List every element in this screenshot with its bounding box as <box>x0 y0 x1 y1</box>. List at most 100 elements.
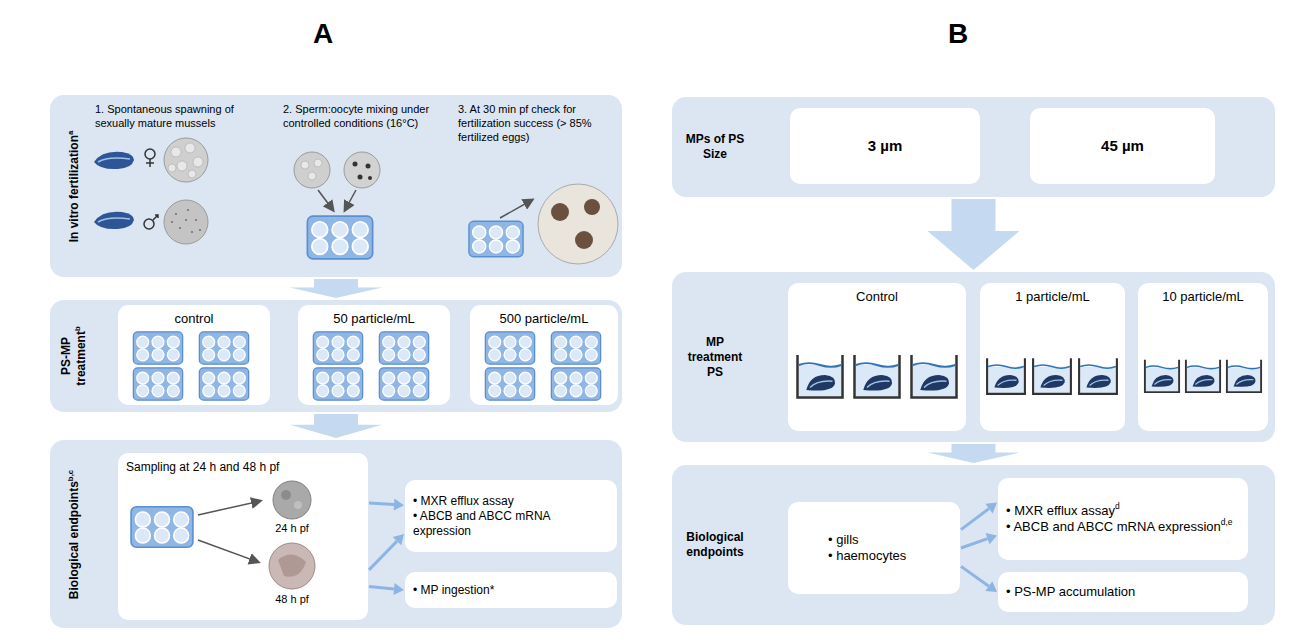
label-text: • MXR efflux assay <box>413 494 514 508</box>
label-text: • gills <box>828 532 859 547</box>
text-line: control <box>126 311 262 327</box>
text-group: 10 particle/mL <box>1146 289 1260 305</box>
block-arrow-shape <box>928 199 1020 270</box>
arrowhead <box>394 499 404 511</box>
label-text: • haemocytes <box>828 548 906 563</box>
text-line: In vitro fertilizationa <box>67 101 82 271</box>
panel-letter: B <box>948 18 968 50</box>
arrow-line <box>961 539 988 548</box>
text-group: Biological endpoints <box>680 530 750 560</box>
section-band: MP treatment PS Control 1 particle/mL 10 pa… <box>672 272 1275 442</box>
text-group: Control <box>796 289 958 305</box>
label-text: 3 µm <box>868 137 903 154</box>
text-line: 500 particle/mL <box>478 311 610 327</box>
content-box: 1 particle/mL <box>980 283 1125 431</box>
text-line: • PS-MP accumulation <box>1006 584 1240 600</box>
label-text: • ABCB and ABCC mRNA expression <box>413 509 550 538</box>
superscript: a <box>66 130 75 134</box>
label-text: 3. At 30 min pf check for fertilization … <box>458 103 592 143</box>
label-text: Biological endpoints <box>67 481 81 599</box>
text-line: • MP ingestion* <box>413 583 609 598</box>
arrowhead <box>985 581 997 592</box>
text-line: • ABCB and ABCC mRNA expressiond,e <box>1006 519 1240 535</box>
flow-arrow <box>961 503 997 530</box>
block-arrow <box>290 279 382 298</box>
label-text: 50 particle/mL <box>333 311 415 326</box>
flow-arrow <box>961 566 997 592</box>
sampling-illustration <box>131 481 315 589</box>
label-text: 2. Sperm:oocyte mixing under controlled … <box>283 103 429 129</box>
text-line: 1 particle/mL <box>988 289 1117 305</box>
content-box: 10 particle/mL <box>1138 283 1268 431</box>
text-line: Biological endpoints <box>680 530 750 560</box>
text-line: • MXR efflux assayd <box>1006 503 1240 519</box>
text-group: 45 µm <box>1038 137 1207 156</box>
flow-arrow <box>961 533 997 548</box>
text-group: Sampling at 24 h and 48 h pf <box>126 460 362 475</box>
arrow-line <box>369 503 394 505</box>
label-text: In vitro fertilization <box>67 135 81 242</box>
text-line: 3 µm <box>798 137 972 156</box>
text-line: 10 particle/mL <box>1146 289 1260 305</box>
text-group: control <box>126 311 262 327</box>
text-group: MPs of PS Size <box>680 132 750 162</box>
text-group: Biological endpointsb,c <box>67 446 82 622</box>
superscript: b <box>73 326 82 331</box>
text-line: 3. At 30 min pf check for fertilization … <box>458 103 618 144</box>
arrowhead <box>393 583 404 595</box>
label-text: • MXR efflux assay <box>1006 503 1115 518</box>
arrow-line <box>961 509 989 530</box>
label-text: 45 µm <box>1101 137 1144 154</box>
panel-letter: A <box>313 18 333 50</box>
text-line: 1. Spontaneous spawning of sexually matu… <box>95 103 267 131</box>
text-line: Control <box>796 289 958 305</box>
text-group: PS-MP treatmentb <box>59 306 89 406</box>
well-plate-icons <box>133 332 600 400</box>
flow-arrow <box>369 534 404 570</box>
text-group: 50 particle/mL <box>306 311 442 327</box>
block-arrow <box>290 414 382 438</box>
content-box: 3 µm <box>790 108 980 184</box>
text-line: PS-MP treatmentb <box>59 306 89 406</box>
text-group: In vitro fertilizationa <box>67 101 82 271</box>
text-group: 1. Spontaneous spawning of sexually matu… <box>95 103 267 131</box>
text-group: 3 µm <box>798 137 972 156</box>
tank-icons <box>798 355 1262 398</box>
text-group: 2. Sperm:oocyte mixing under controlled … <box>283 103 451 131</box>
flow-arrow <box>369 583 404 595</box>
block-arrow-shape <box>290 279 382 298</box>
label-text: 24 h pf <box>275 522 309 534</box>
content-box: 45 µm <box>1030 108 1215 184</box>
content-box: • MXR efflux assay• ABCB and ABCC mRNA e… <box>405 480 617 552</box>
text-line: 45 µm <box>1038 137 1207 156</box>
label-text: • MP ingestion* <box>413 583 494 597</box>
label-text: 48 h pf <box>275 593 309 605</box>
superscript: d <box>1115 501 1120 511</box>
text-group: • PS-MP accumulation <box>1006 584 1240 600</box>
text-line: • MXR efflux assay <box>413 494 609 509</box>
label-text: control <box>174 311 213 326</box>
text-group: • MXR efflux assayd• ABCB and ABCC mRNA … <box>1006 503 1240 536</box>
label-text: Sampling at 24 h and 48 h pf <box>126 460 279 474</box>
text-line: MPs of PS Size <box>680 132 750 162</box>
label-text: Biological endpoints <box>686 530 743 559</box>
arrow-line <box>369 541 397 570</box>
text-line: • ABCB and ABCC mRNA expression <box>413 509 609 539</box>
label-text: Control <box>856 289 898 304</box>
flow-arrow <box>369 499 404 511</box>
arrow-line <box>961 566 989 586</box>
text-group: 500 particle/mL <box>478 311 610 327</box>
label-text: PS-MP treatment <box>59 331 88 386</box>
text-line: MP treatment PS <box>680 335 750 380</box>
content-box: Control <box>788 283 966 431</box>
label-text: 10 particle/mL <box>1162 289 1244 304</box>
label-text: • ABCB and ABCC mRNA expression <box>1006 519 1221 534</box>
label-text: 1 particle/mL <box>1015 289 1089 304</box>
label-text: MP treatment PS <box>688 335 743 379</box>
text-line: • gills <box>828 532 952 548</box>
arrowhead <box>986 533 997 544</box>
block-arrow <box>928 444 1020 463</box>
text-group: MP treatment PS <box>680 335 750 380</box>
block-arrow-shape <box>928 444 1020 463</box>
text-group: 48 h pf <box>262 593 322 607</box>
